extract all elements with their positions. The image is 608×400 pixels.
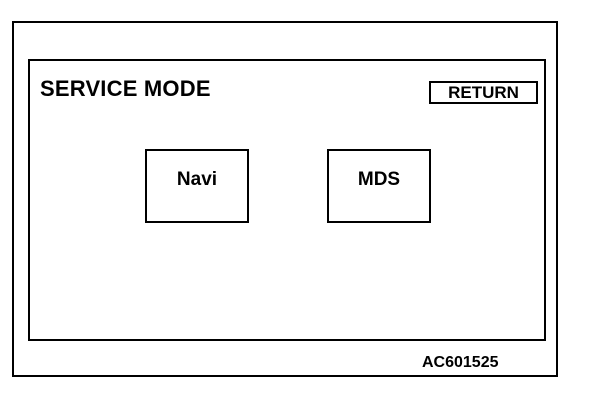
service-mode-screen: SERVICE MODE RETURN Navi MDS: [28, 59, 546, 341]
figure-frame: [12, 21, 558, 377]
navi-button[interactable]: Navi: [145, 149, 249, 223]
mds-button[interactable]: MDS: [327, 149, 431, 223]
figure-id-label: AC601525: [422, 354, 499, 371]
page-title: SERVICE MODE: [40, 76, 211, 101]
return-button[interactable]: RETURN: [429, 81, 538, 104]
